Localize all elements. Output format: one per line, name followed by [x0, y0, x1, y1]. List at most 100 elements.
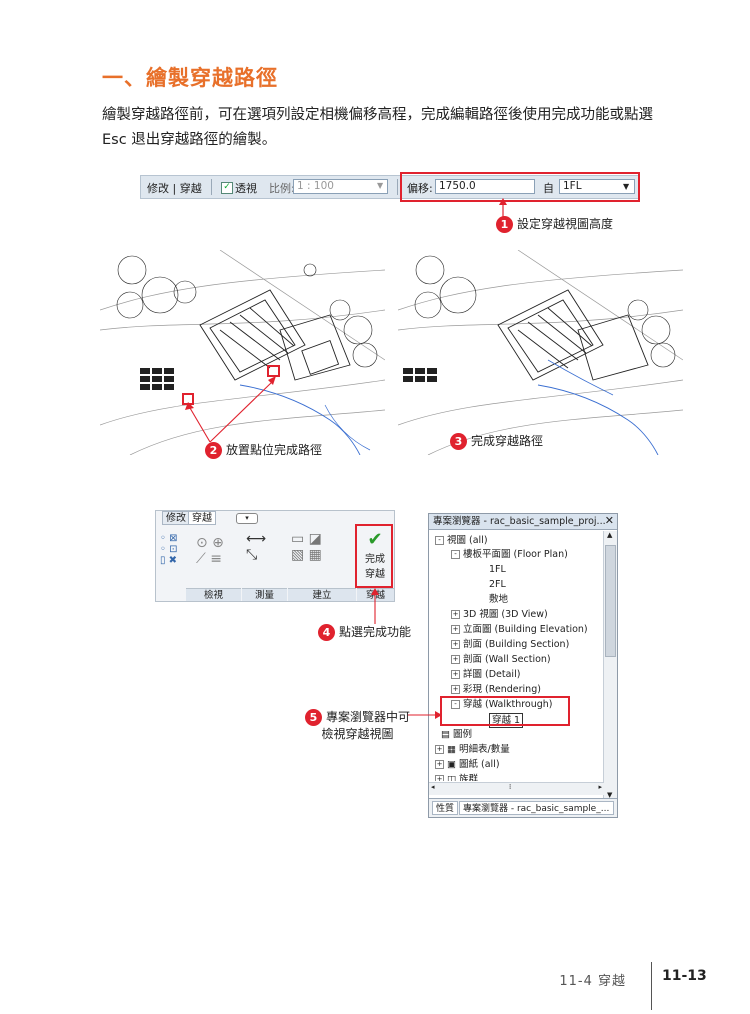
chevron-down-icon: ▼ [377, 181, 384, 190]
expand-icon[interactable]: + [435, 775, 444, 781]
tree-label: 彩現 (Rendering) [463, 684, 541, 695]
level-select[interactable]: 1FL [559, 179, 635, 194]
offset-label: 偏移: [407, 182, 433, 195]
tree-label: 1FL [489, 564, 506, 575]
panel-view-label: 檢視 [186, 588, 241, 601]
tree-item-building-section[interactable]: +剖面 (Building Section) [451, 638, 569, 651]
chevron-down-icon: ▼ [623, 182, 630, 191]
perspective-checkbox[interactable]: ✓ [221, 182, 233, 194]
finish-label-2: 穿越 [365, 569, 385, 580]
expand-icon[interactable]: + [435, 745, 444, 754]
tree-label: 圖紙 (all) [459, 759, 500, 770]
dropdown-icon[interactable]: ▾ [236, 513, 258, 524]
tab-modify[interactable]: 修改 [162, 511, 190, 525]
tree-label: 詳圖 (Detail) [463, 669, 521, 680]
callout-1-number: 1 [496, 216, 513, 233]
offset-input[interactable]: 1750.0 [435, 179, 535, 194]
tree-item-legend[interactable]: ▤ 圖例 [441, 728, 472, 741]
footer-section: 11-4 穿越 [559, 974, 626, 989]
collapse-icon[interactable]: - [451, 550, 460, 559]
tree-item-site[interactable]: 敷地 [489, 593, 508, 606]
schedule-icon: ▦ [447, 744, 459, 755]
point-marker-2 [267, 365, 280, 377]
tab-project-browser[interactable]: 專案瀏覽器 - rac_basic_sample_... [459, 801, 614, 815]
tree-label: 族群 [459, 774, 479, 781]
tab-walkthrough[interactable]: 穿越 [188, 511, 216, 525]
section-heading: 一、繪製穿越路徑 [102, 66, 278, 90]
site-plan-drawing-right [398, 250, 683, 455]
site-plan-drawing-left [100, 250, 385, 455]
callout-3-number: 3 [450, 433, 467, 450]
tree-label: 剖面 (Building Section) [463, 639, 570, 650]
collapse-icon[interactable]: - [451, 700, 460, 709]
scroll-up-icon[interactable]: ▲ [607, 531, 613, 539]
tree-label: 明細表/數量 [459, 744, 510, 755]
close-icon[interactable]: ✕ [604, 514, 614, 527]
tree-item-rendering[interactable]: +彩現 (Rendering) [451, 683, 541, 696]
callout-4-number: 4 [318, 624, 335, 641]
scale-select[interactable]: 1 : 100 [293, 179, 388, 194]
view-tools-icon[interactable]: ⊙ ⊕⟋ ≡ [196, 535, 224, 567]
expand-icon[interactable]: + [435, 760, 444, 769]
tree-item-sheets[interactable]: +▣ 圖紙 (all) [435, 758, 500, 771]
body-paragraph: 繪製穿越路徑前，可在選項列設定相機偏移高程，完成編輯路徑後使用完成功能或點選 E… [102, 107, 653, 148]
panel-create-label: 建立 [288, 588, 356, 601]
expand-icon[interactable]: + [451, 685, 460, 694]
expand-icon[interactable]: + [451, 610, 460, 619]
legend-icon: ▤ [441, 729, 453, 740]
project-browser: 專案瀏覽器 - rac_basic_sample_proj... ✕ -視圖 (… [428, 513, 618, 818]
options-bar: 修改 | 穿越 ✓ 透視 比例: 1 : 100 ▼ 偏移: 1750.0 自 … [140, 175, 640, 199]
arrow-4 [371, 588, 379, 624]
tree-item-schedules[interactable]: +▦ 明細表/數量 [435, 743, 510, 756]
scroll-grip-icon: ⁞ [509, 783, 512, 791]
vertical-scrollbar[interactable]: ▲ ▼ [603, 531, 617, 801]
finish-highlight-box [355, 524, 393, 588]
tab-properties[interactable]: 性質 [432, 801, 459, 815]
tree-item-2fl[interactable]: 2FL [489, 578, 506, 591]
callout-2-number: 2 [205, 442, 222, 459]
tree-item-detail[interactable]: +詳圖 (Detail) [451, 668, 520, 681]
scrollbar-thumb[interactable] [605, 545, 616, 657]
perspective-label: 透視 [235, 182, 257, 195]
tree-item-views[interactable]: -視圖 (all) [435, 534, 488, 547]
callout-5-line2: 檢視穿越視圖 [321, 727, 394, 741]
tree-label: 剖面 (Wall Section) [463, 654, 551, 665]
horizontal-scrollbar[interactable]: ◂ ⁞ ▸ [429, 782, 604, 795]
arrows-2 [185, 376, 276, 443]
callout-5-line1: 專案瀏覽器中可 [326, 710, 411, 724]
tree-label: 3D 視圖 (3D View) [463, 609, 548, 620]
create-tools-icon[interactable]: ▭ ◪▧ ▦ [291, 531, 322, 563]
collapse-icon[interactable]: - [435, 536, 444, 545]
scroll-left-icon[interactable]: ◂ [431, 783, 435, 791]
modify-tools-icon[interactable]: ◦ ⊠◦ ⊡▯ ✖ [160, 533, 178, 566]
scroll-down-icon[interactable]: ▼ [607, 791, 613, 799]
panel-measure-label: 測量 [242, 588, 287, 601]
scroll-right-icon[interactable]: ▸ [598, 783, 602, 791]
tree-item-families[interactable]: +◫ 族群 [435, 773, 478, 781]
tree-label: 樓板平面圖 (Floor Plan) [463, 549, 568, 560]
tree-item-elevation[interactable]: +立面圖 (Building Elevation) [451, 623, 588, 636]
from-label: 自 [543, 182, 554, 195]
finish-walkthrough-button[interactable]: ✔ 完成 穿越 [359, 529, 391, 580]
browser-tabs: 性質 專案瀏覽器 - rac_basic_sample_... [429, 798, 617, 817]
expand-icon[interactable]: + [451, 670, 460, 679]
tree-item-floorplan[interactable]: -樓板平面圖 (Floor Plan) [451, 548, 568, 561]
measure-icon[interactable]: ⟷⤡ [246, 531, 267, 563]
expand-icon[interactable]: + [451, 655, 460, 664]
tree-item-walkthrough[interactable]: -穿越 (Walkthrough) [451, 698, 553, 711]
expand-icon[interactable]: + [451, 640, 460, 649]
browser-title-text: 專案瀏覽器 - rac_basic_sample_proj... [433, 516, 606, 527]
tree-item-wall-section[interactable]: +剖面 (Wall Section) [451, 653, 551, 666]
browser-title: 專案瀏覽器 - rac_basic_sample_proj... [429, 514, 617, 530]
page-number: 11-13 [662, 968, 707, 984]
arrow-1 [499, 198, 507, 218]
tree-item-1fl[interactable]: 1FL [489, 563, 506, 576]
offset-highlight-box [400, 172, 640, 202]
tree-label: 視圖 (all) [447, 535, 488, 546]
tree-item-walkthrough-1[interactable]: 穿越 1 [489, 713, 524, 728]
tree-item-3d[interactable]: +3D 視圖 (3D View) [451, 608, 548, 621]
expand-icon[interactable]: + [451, 625, 460, 634]
